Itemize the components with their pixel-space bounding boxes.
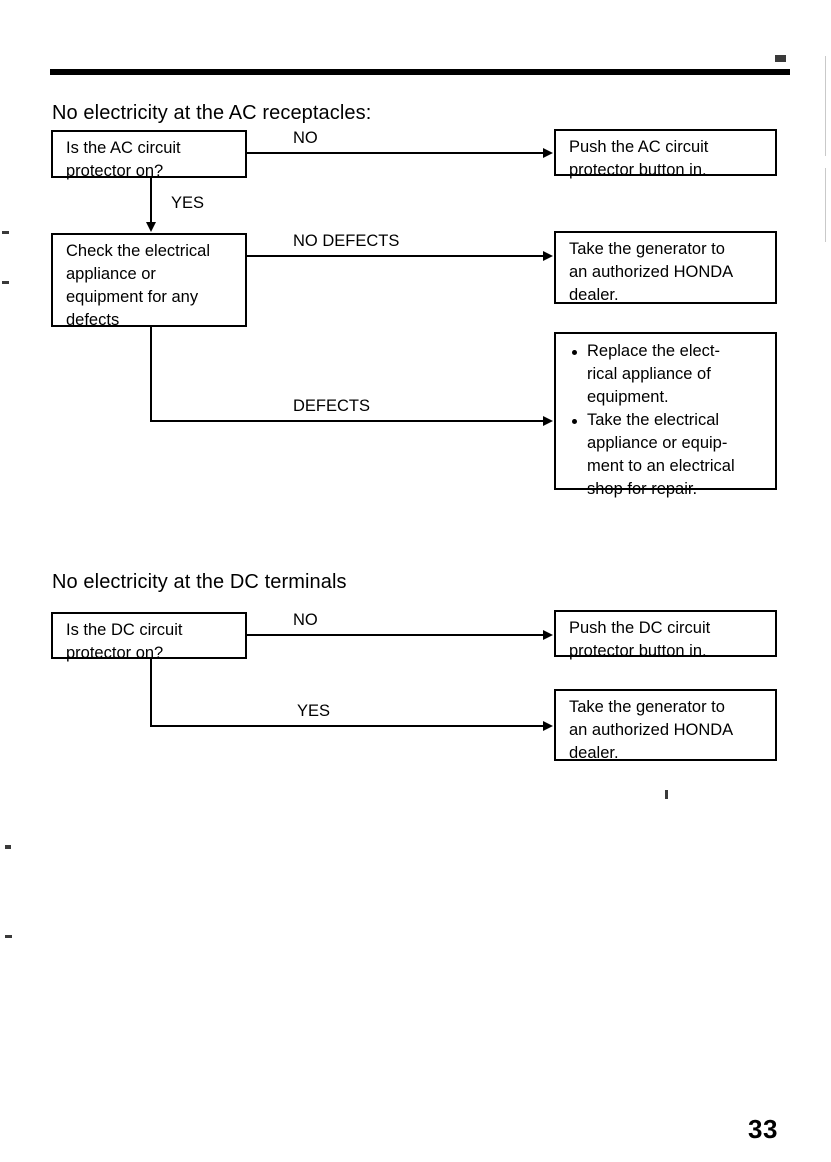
list-item: Replace the elect- rical appliance of eq… bbox=[566, 340, 767, 409]
node-line: appliance or bbox=[66, 265, 156, 283]
edge-ac-defects-hline bbox=[150, 420, 543, 422]
node-line: Push the AC circuit bbox=[569, 138, 709, 156]
node-line: protector on? bbox=[66, 162, 164, 180]
edge-dc-yes-arrowhead bbox=[543, 721, 553, 731]
node-line: equipment for any bbox=[66, 288, 199, 306]
node-line: an authorized HONDA bbox=[569, 263, 734, 281]
edge-label-dc-no: NO bbox=[293, 611, 318, 629]
edge-ac-defects-vline bbox=[150, 327, 152, 422]
node-line: defects bbox=[66, 311, 120, 329]
node-line: Is the DC circuit bbox=[66, 621, 183, 639]
scan-artifact bbox=[2, 281, 9, 284]
node-line: Take the generator to bbox=[569, 240, 725, 258]
section-heading-ac: No electricity at the AC receptacles: bbox=[52, 102, 372, 124]
node-line: Take the generator to bbox=[569, 698, 725, 716]
node-line: appliance or equip- bbox=[587, 434, 728, 452]
node-line: rical appliance of bbox=[587, 365, 711, 383]
node-line: Replace the elect- bbox=[587, 342, 720, 360]
edge-label-ac-yes: YES bbox=[171, 194, 205, 212]
scan-artifact bbox=[5, 845, 11, 849]
list-item: Take the electrical appliance or equip- … bbox=[566, 409, 767, 501]
node-ac-question-2: Check the electrical appliance or equipm… bbox=[51, 233, 247, 329]
header-rule bbox=[50, 69, 790, 75]
edge-ac-no-defects-line bbox=[247, 255, 543, 257]
node-line: dealer. bbox=[569, 744, 619, 762]
edge-label-dc-yes: YES bbox=[297, 702, 331, 720]
node-line: Take the electrical bbox=[587, 411, 720, 429]
page-number: 33 bbox=[748, 1114, 778, 1144]
scan-artifact bbox=[775, 55, 786, 62]
edge-ac-no-arrowhead bbox=[543, 148, 553, 158]
node-line: Push the DC circuit bbox=[569, 619, 711, 637]
scan-artifact bbox=[5, 935, 12, 938]
node-line: protector on? bbox=[66, 644, 164, 662]
edge-dc-yes-hline bbox=[150, 725, 543, 727]
node-dc-result-no: Push the DC circuit protector button in. bbox=[554, 610, 777, 660]
edge-ac-no-defects-arrowhead bbox=[543, 251, 553, 261]
node-line: Is the AC circuit bbox=[66, 139, 181, 157]
scan-artifact bbox=[665, 790, 668, 799]
edge-label-ac-defects: DEFECTS bbox=[293, 397, 371, 415]
node-ac-result-defects: Replace the elect- rical appliance of eq… bbox=[554, 332, 777, 498]
node-dc-result-yes: Take the generator to an authorized HOND… bbox=[554, 689, 777, 762]
edge-ac-yes-arrowhead bbox=[146, 222, 156, 232]
node-dc-question-1: Is the DC circuit protector on? bbox=[51, 612, 247, 662]
node-line: equipment. bbox=[587, 388, 669, 406]
edge-label-ac-no-defects: NO DEFECTS bbox=[293, 232, 400, 250]
node-line: ment to an electrical bbox=[587, 457, 735, 475]
scan-edge-line bbox=[825, 56, 826, 156]
edge-dc-no-arrowhead bbox=[543, 630, 553, 640]
scan-artifact bbox=[2, 231, 9, 234]
edge-label-ac-no: NO bbox=[293, 129, 318, 147]
edge-ac-defects-arrowhead bbox=[543, 416, 553, 426]
defects-bullet-list: Replace the elect- rical appliance of eq… bbox=[566, 340, 767, 501]
node-line: an authorized HONDA bbox=[569, 721, 734, 739]
edge-dc-yes-vline bbox=[150, 659, 152, 727]
node-line: Check the electrical bbox=[66, 242, 210, 260]
section-heading-dc: No electricity at the DC terminals bbox=[52, 571, 347, 593]
scan-edge-line bbox=[825, 168, 826, 242]
node-line: shop for repair. bbox=[587, 480, 698, 498]
node-ac-question-1: Is the AC circuit protector on? bbox=[51, 130, 247, 180]
node-ac-result-no-defects: Take the generator to an authorized HOND… bbox=[554, 231, 777, 304]
edge-ac-yes-line bbox=[150, 178, 152, 226]
node-ac-result-no: Push the AC circuit protector button in. bbox=[554, 129, 777, 179]
node-line: protector button in. bbox=[569, 161, 707, 179]
edge-ac-no-line bbox=[247, 152, 543, 154]
node-line: protector button in. bbox=[569, 642, 707, 660]
node-line: dealer. bbox=[569, 286, 619, 304]
edge-dc-no-line bbox=[247, 634, 543, 636]
